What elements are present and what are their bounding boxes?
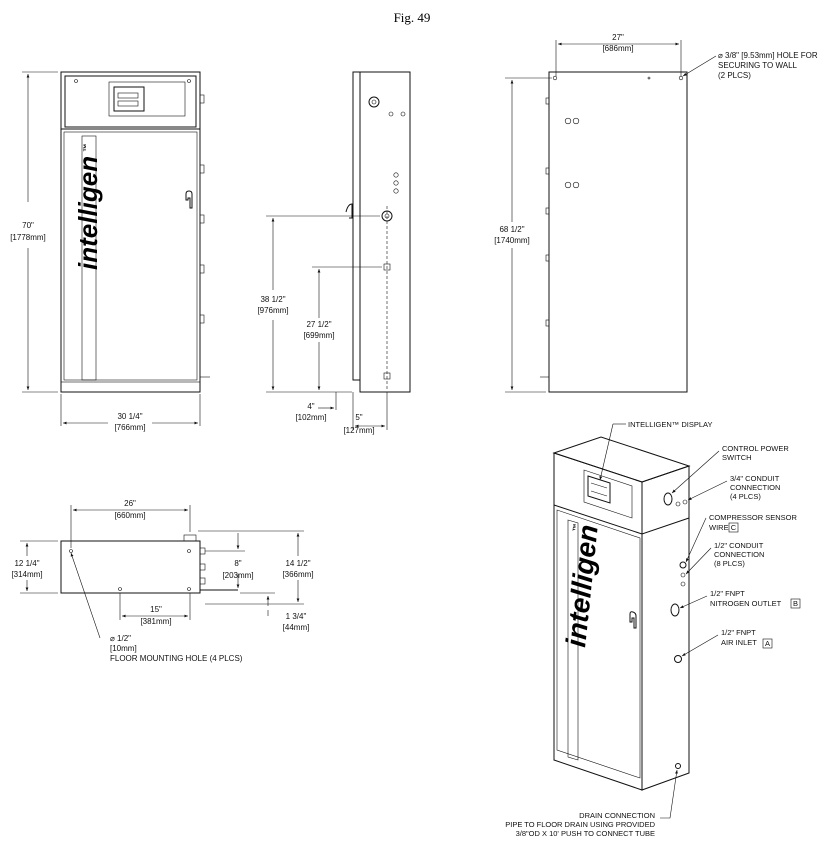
isometric-view: intelligen ™ INTELLIGEN™ DISPLAY CONTROL…	[505, 420, 801, 838]
callout-air-tag: A	[765, 639, 770, 648]
door-handle	[185, 190, 193, 209]
front-width-mm: [766mm]	[114, 423, 145, 432]
callout-conduit12-3: (8 PLCS)	[714, 559, 745, 568]
callout-drain-3: 3/8"OD X 10' PUSH TO CONNECT TUBE	[516, 829, 655, 838]
callout-power-2: SWITCH	[722, 453, 752, 462]
side-dim-27: 27 1/2"	[306, 320, 331, 329]
callout-compressor-tag: C	[731, 523, 737, 532]
callout-conduit34-3: (4 PLCS)	[730, 492, 761, 501]
side-view: 38 1/2" [976mm] 27 1/2" [699mm] 4" [102m…	[257, 71, 411, 435]
side-dim-5: 5"	[355, 413, 362, 422]
top-dim-15-mm: [381mm]	[140, 617, 171, 626]
front-logo-tm: ™	[82, 144, 91, 152]
callout-air-2: AIR INLET	[721, 638, 757, 647]
rear-view: 27" [686mm] 68 1/2" [1740mm] ⌀ 3/8" [9.5…	[494, 33, 818, 393]
top-dim-1-34-mm: [44mm]	[283, 623, 310, 632]
callout-display: INTELLIGEN™ DISPLAY	[628, 420, 712, 429]
callout-conduit12-2: CONNECTION	[714, 550, 764, 559]
rear-height-label: 68 1/2"	[499, 225, 524, 234]
rear-width-mm: [686mm]	[602, 44, 633, 53]
top-dim-14: 14 1/2"	[285, 559, 310, 568]
side-dim-38-mm: [976mm]	[257, 306, 288, 315]
rear-hole-note-3: (2 PLCS)	[718, 71, 751, 80]
display-panel	[113, 86, 145, 112]
top-dim-14-mm: [366mm]	[282, 570, 313, 579]
callout-compressor-1: COMPRESSOR SENSOR	[709, 513, 798, 522]
callout-drain-1: DRAIN CONNECTION	[579, 811, 655, 820]
callout-conduit34-1: 3/4" CONDUIT	[730, 474, 780, 483]
side-dim-4-mm: [102mm]	[295, 413, 326, 422]
side-dim-4: 4"	[307, 402, 314, 411]
rear-height-mm: [1740mm]	[494, 236, 530, 245]
callout-conduit34-2: CONNECTION	[730, 483, 780, 492]
top-dim-8-mm: [203mm]	[222, 571, 253, 580]
callout-power-1: CONTROL POWER	[722, 444, 789, 453]
figure-caption: Fig. 49	[394, 10, 431, 25]
iso-logo-tm: ™	[571, 523, 581, 532]
rear-width-label: 27"	[612, 33, 624, 42]
front-logo: intelligen	[73, 156, 103, 270]
top-width-label: 26"	[124, 499, 136, 508]
callout-compressor-2: WIRE	[709, 523, 729, 532]
top-dim-15: 15"	[150, 605, 162, 614]
callout-air-1: 1/2" FNPT	[721, 628, 756, 637]
top-view: 26" [660mm] 12 1/4" [314mm] 8" [203mm] 1…	[11, 499, 313, 663]
callout-nitrogen-2: NITROGEN OUTLET	[710, 599, 782, 608]
side-dim-38: 38 1/2"	[260, 295, 285, 304]
top-hole-label: ⌀ 1/2"	[110, 634, 131, 643]
top-depth-label: 12 1/4"	[14, 559, 39, 568]
front-height-mm: [1778mm]	[10, 233, 46, 242]
rear-hole-note-2: SECURING TO WALL	[718, 61, 798, 70]
front-width-label: 30 1/4"	[117, 412, 142, 421]
top-hole-mm: [10mm]	[110, 644, 137, 653]
callout-conduit12-1: 1/2" CONDUIT	[714, 541, 764, 550]
side-dim-27-mm: [699mm]	[303, 331, 334, 340]
rear-hole-note: ⌀ 3/8" [9.53mm] HOLE FOR	[718, 51, 818, 60]
callout-nitrogen-1: 1/2" FNPT	[710, 589, 745, 598]
top-hole-note: FLOOR MOUNTING HOLE (4 PLCS)	[110, 654, 243, 663]
front-height-label: 70"	[22, 221, 34, 230]
side-dim-5-mm: [127mm]	[343, 426, 374, 435]
top-width-mm: [660mm]	[114, 511, 145, 520]
callout-drain-2: PIPE TO FLOOR DRAIN USING PROVIDED	[505, 820, 655, 829]
top-dim-1-34: 1 3/4"	[286, 612, 307, 621]
front-view: intelligen ™ 70" [1778mm] 30 1/4" [766mm…	[10, 71, 210, 432]
iso-display	[587, 475, 611, 504]
top-depth-mm: [314mm]	[11, 570, 42, 579]
iso-logo: intelligen	[560, 523, 604, 648]
top-dim-8: 8"	[234, 559, 241, 568]
callout-nitrogen-tag: B	[793, 599, 798, 608]
